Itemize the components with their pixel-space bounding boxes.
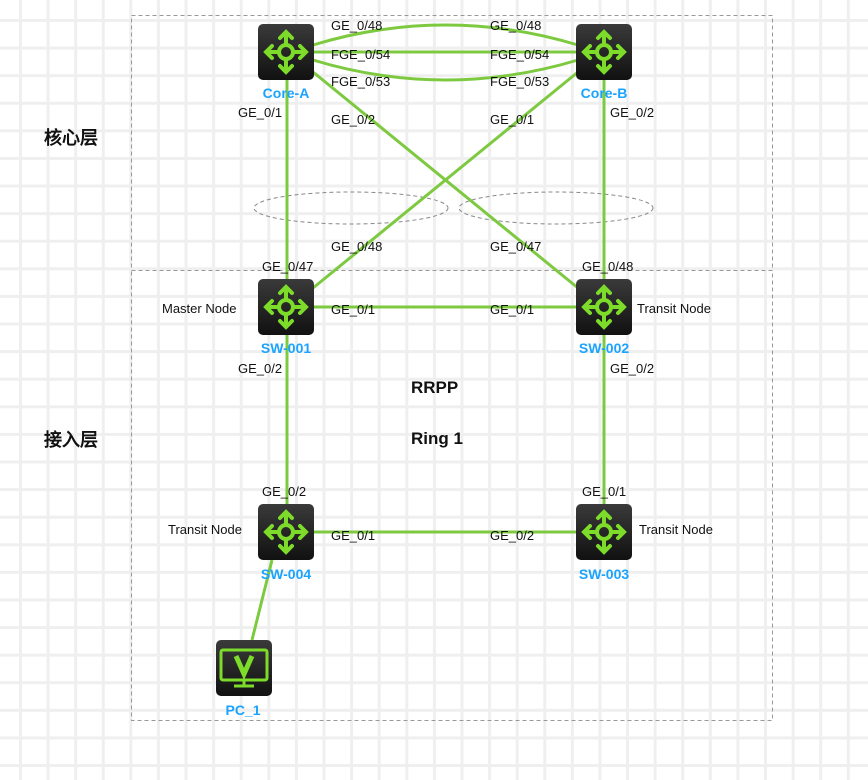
router-icon [581,284,627,330]
device-core-a[interactable] [258,24,314,80]
ring-name-label: Ring 1 [411,429,463,448]
port-label: GE_0/2 [490,528,535,543]
pc-monitor-icon [219,648,269,688]
role-label-sw-001: Master Node [162,301,237,316]
link-core-ge48[interactable] [312,23,579,47]
role-label-sw-004: Transit Node [168,522,242,537]
device-pc-1[interactable] [216,640,272,696]
device-name-sw-003: SW-003 [578,566,630,582]
port-label: GE_0/1 [490,112,535,127]
port-label: GE_0/1 [331,528,376,543]
core-layer-zone [131,15,773,271]
device-name-core-a: Core-A [262,85,310,101]
port-label: GE_0/1 [238,105,283,120]
device-sw-001[interactable] [258,279,314,335]
port-label: GE_0/2 [262,484,307,499]
port-label: GE_0/1 [582,484,627,499]
router-icon [581,509,627,555]
port-label: FGE_0/53 [331,74,391,89]
router-icon [263,29,309,75]
access-layer-zone [131,270,773,721]
port-label: GE_0/48 [582,259,634,274]
device-name-pc-1: PC_1 [225,702,261,718]
ring-protocol-label: RRPP [411,378,459,397]
link-sw004-pc1[interactable] [250,559,274,641]
port-label: FGE_0/54 [331,47,391,62]
port-label: GE_0/2 [331,112,376,127]
device-sw-004[interactable] [258,504,314,560]
role-label-sw-002: Transit Node [637,301,711,316]
role-label-sw-003: Transit Node [639,522,713,537]
link-aggregation-ellipse-right [458,191,654,225]
link-core-fge53[interactable] [312,58,579,82]
device-name-core-b: Core-B [580,85,628,101]
port-label: GE_0/48 [490,18,542,33]
device-sw-002[interactable] [576,279,632,335]
port-label: GE_0/48 [331,18,383,33]
port-label: GE_0/1 [490,302,535,317]
device-name-sw-002: SW-002 [578,340,630,356]
port-label: GE_0/2 [238,361,283,376]
device-core-b[interactable] [576,24,632,80]
router-icon [581,29,627,75]
device-name-sw-004: SW-004 [260,566,312,582]
port-label: FGE_0/53 [490,74,550,89]
port-label: GE_0/47 [490,239,542,254]
port-label: GE_0/48 [331,239,383,254]
port-label: GE_0/47 [262,259,314,274]
port-label: GE_0/2 [610,105,655,120]
port-label: FGE_0/54 [490,47,550,62]
router-icon [263,284,309,330]
device-name-sw-001: SW-001 [260,340,312,356]
port-label: GE_0/1 [331,302,376,317]
core-layer-label: 核心层 [44,128,98,148]
link-aggregation-ellipse-left [253,191,449,225]
link-coreB-sw001[interactable] [312,70,579,290]
router-icon [263,509,309,555]
device-sw-003[interactable] [576,504,632,560]
access-layer-label: 接入层 [44,430,98,450]
port-label: GE_0/2 [610,361,655,376]
